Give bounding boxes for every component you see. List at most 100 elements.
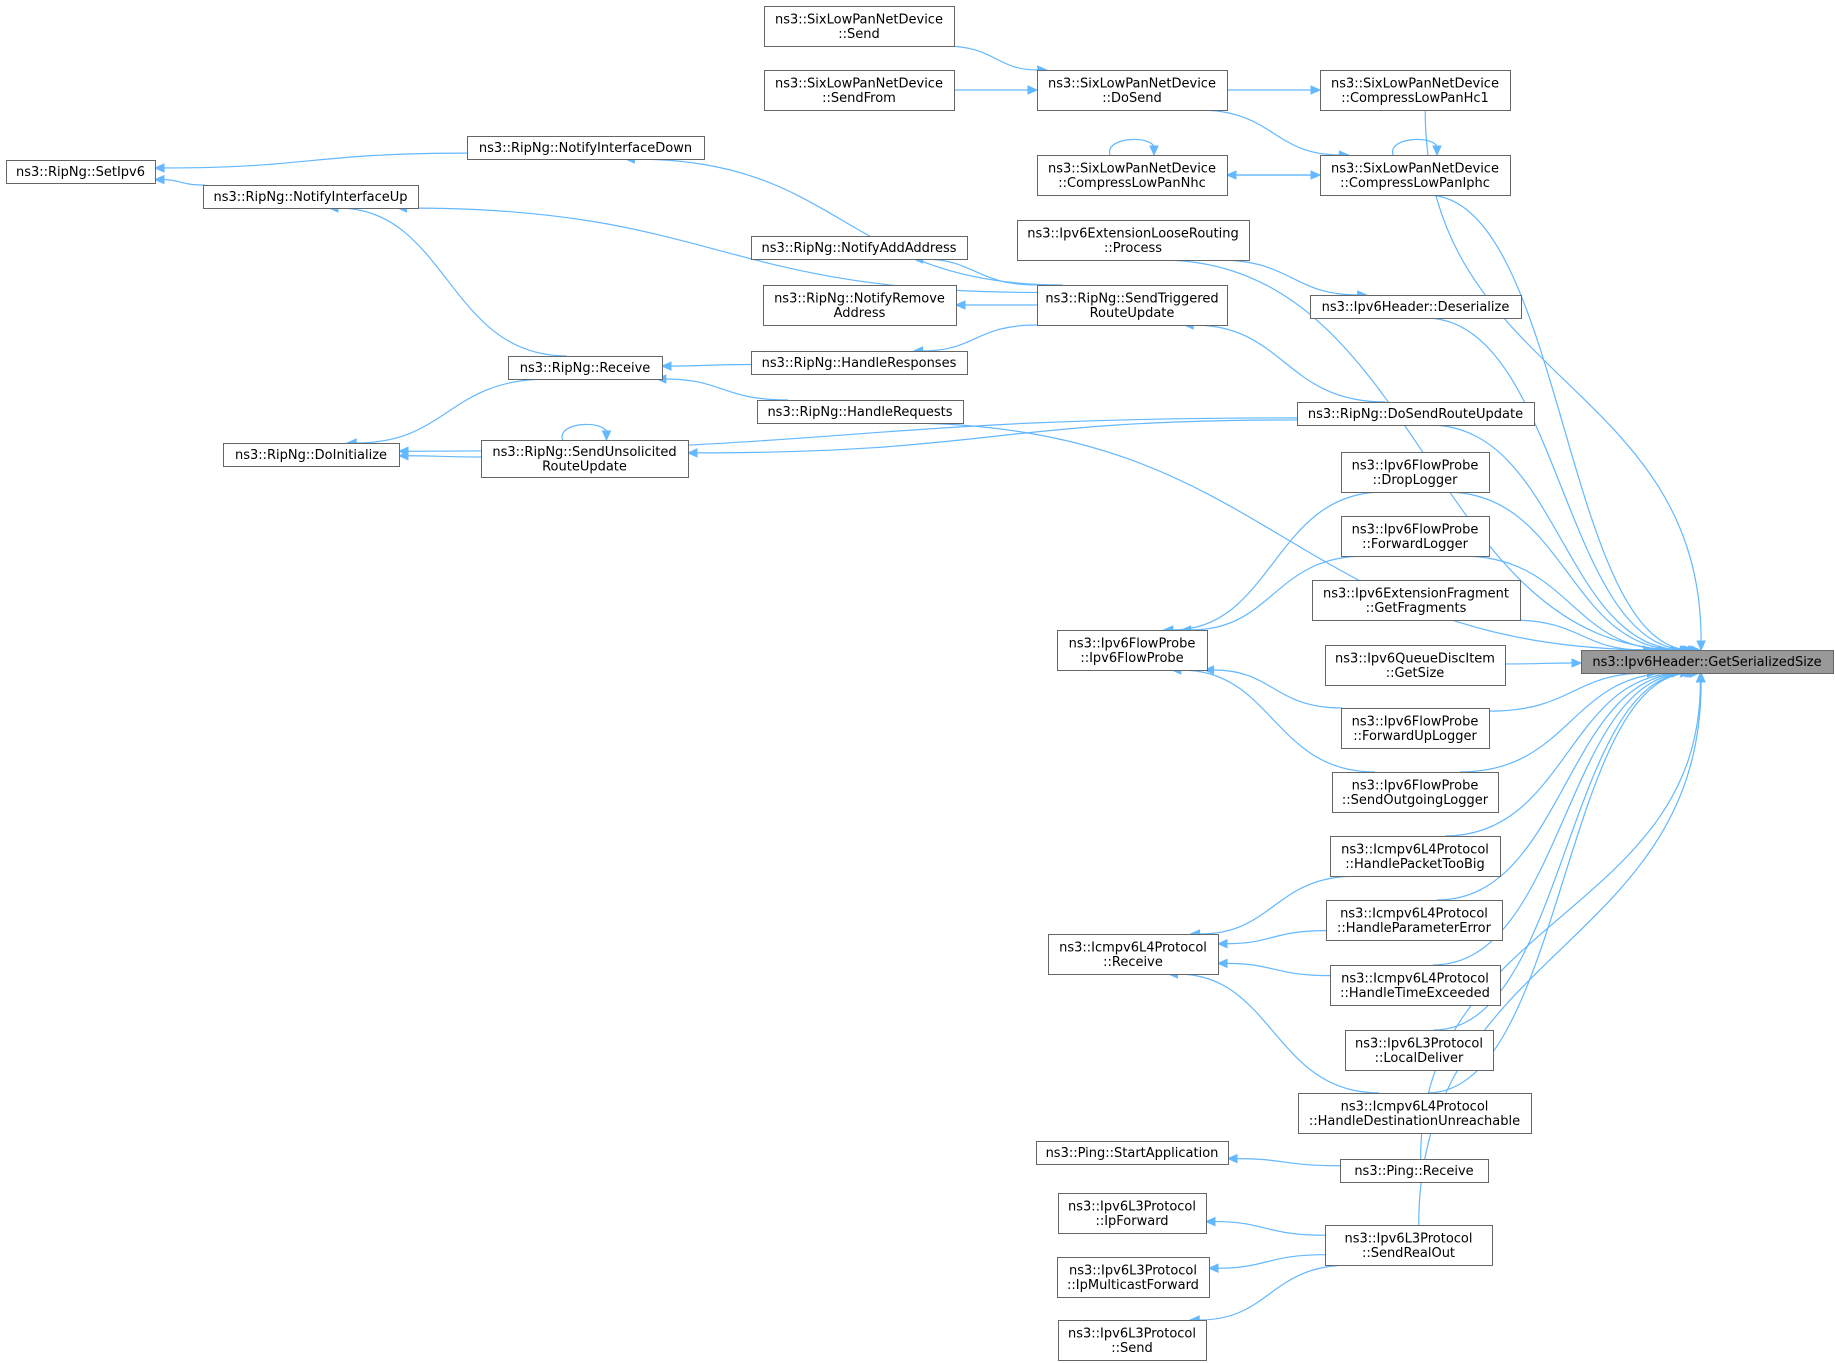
function-node-icUnreach[interactable]: ns3::Icmpv6L4Protocol::HandleDestination… (1298, 1093, 1532, 1134)
arrow-head-icon (1225, 170, 1237, 180)
call-edge (1504, 658, 1583, 668)
call-edge-line (163, 178, 205, 186)
node-box[interactable] (1037, 155, 1228, 196)
function-node-hdrDeser[interactable]: ns3::Ipv6Header::Deserialize (1310, 295, 1522, 319)
arrow-head-icon (1226, 1153, 1238, 1164)
function-node-ripAddAddr[interactable]: ns3::RipNg::NotifyAddAddress (751, 236, 968, 260)
function-node-icRecv[interactable]: ns3::Icmpv6L4Protocol::Receive (1048, 934, 1219, 975)
node-label: ns3::RipNg::NotifyInterfaceUp (213, 190, 407, 205)
node-box[interactable] (1312, 580, 1521, 621)
function-node-pingStart[interactable]: ns3::Ping::StartApplication (1036, 1141, 1229, 1165)
function-node-fpFwdUp[interactable]: ns3::Ipv6FlowProbe::ForwardUpLogger (1341, 708, 1490, 749)
node-box[interactable] (6, 160, 156, 184)
function-node-fpFwd[interactable]: ns3::Ipv6FlowProbe::ForwardLogger (1341, 516, 1490, 557)
node-box[interactable] (481, 440, 689, 478)
node-box[interactable] (203, 185, 419, 209)
node-box[interactable] (1037, 70, 1228, 111)
function-node-l3Local[interactable]: ns3::Ipv6L3Protocol::LocalDeliver (1345, 1030, 1494, 1071)
node-box[interactable] (1325, 1225, 1493, 1266)
node-box[interactable] (1058, 1193, 1207, 1234)
node-box[interactable] (1017, 220, 1250, 261)
arrow-head-icon (1216, 958, 1228, 969)
call-edge-line (1424, 317, 1689, 651)
node-box[interactable] (763, 285, 957, 326)
node-box[interactable] (1057, 1257, 1210, 1298)
function-node-target[interactable]: ns3::Ipv6Header::GetSerializedSize (1581, 650, 1834, 674)
function-node-qdGetSize[interactable]: ns3::Ipv6QueueDiscItem::GetSize (1325, 645, 1506, 686)
node-box[interactable] (1330, 836, 1501, 877)
node-box[interactable] (751, 236, 968, 260)
node-box[interactable] (1057, 630, 1208, 671)
function-node-ripHReq[interactable]: ns3::RipNg::HandleRequests (757, 400, 964, 424)
node-box[interactable] (1320, 155, 1511, 196)
function-node-fpDrop[interactable]: ns3::Ipv6FlowProbe::DropLogger (1341, 452, 1490, 493)
call-edge (1227, 85, 1322, 95)
function-node-looseProc[interactable]: ns3::Ipv6ExtensionLooseRouting::Process (1017, 220, 1250, 261)
call-edge-line (1177, 973, 1380, 1094)
function-node-fragGet[interactable]: ns3::Ipv6ExtensionFragment::GetFragments (1312, 580, 1521, 621)
node-label: ns3::Ipv6FlowProbe (1069, 636, 1196, 651)
node-box[interactable] (1581, 650, 1834, 674)
node-box[interactable] (1058, 1320, 1207, 1361)
node-box[interactable] (764, 6, 955, 47)
node-box[interactable] (223, 443, 400, 467)
node-box[interactable] (1036, 1141, 1229, 1165)
node-box[interactable] (1320, 70, 1511, 111)
call-edge-line (1392, 138, 1438, 156)
node-box[interactable] (1298, 1093, 1532, 1134)
node-box[interactable] (1325, 645, 1506, 686)
function-node-ripIfDown[interactable]: ns3::RipNg::NotifyInterfaceDown (467, 136, 705, 160)
node-label: ns3::RipNg::HandleRequests (767, 405, 952, 420)
node-box[interactable] (1310, 295, 1522, 319)
function-node-sixNhc[interactable]: ns3::SixLowPanNetDevice::CompressLowPanN… (1037, 155, 1228, 196)
node-box[interactable] (1345, 1030, 1494, 1071)
function-node-l3IpMcast[interactable]: ns3::Ipv6L3Protocol::IpMulticastForward (1057, 1257, 1210, 1298)
function-node-l3IpFwd[interactable]: ns3::Ipv6L3Protocol::IpForward (1058, 1193, 1207, 1234)
node-box[interactable] (467, 136, 705, 160)
node-box[interactable] (1341, 708, 1490, 749)
function-node-ripSetIpv6[interactable]: ns3::RipNg::SetIpv6 (6, 160, 156, 184)
function-node-ripDoSend[interactable]: ns3::RipNg::DoSendRouteUpdate (1297, 402, 1535, 426)
node-label: ::Ipv6FlowProbe (1080, 651, 1183, 666)
function-node-sixSendFrom[interactable]: ns3::SixLowPanNetDevice::SendFrom (764, 70, 955, 111)
function-node-sixSend[interactable]: ns3::SixLowPanNetDevice::Send (764, 6, 955, 47)
function-node-icTime[interactable]: ns3::Icmpv6L4Protocol::HandleTimeExceede… (1330, 965, 1501, 1006)
node-box[interactable] (757, 400, 964, 424)
function-node-l3Send[interactable]: ns3::Ipv6L3Protocol::Send (1058, 1320, 1207, 1361)
node-box[interactable] (1340, 1159, 1489, 1183)
function-node-icTooBig[interactable]: ns3::Icmpv6L4Protocol::HandlePacketTooBi… (1330, 836, 1501, 877)
arrow-head-icon (397, 446, 409, 457)
function-node-ripDoInit[interactable]: ns3::RipNg::DoInitialize (223, 443, 400, 467)
function-node-ripIfUp[interactable]: ns3::RipNg::NotifyInterfaceUp (203, 185, 419, 209)
node-box[interactable] (1326, 900, 1503, 941)
function-node-sixDoSend[interactable]: ns3::SixLowPanNetDevice::DoSend (1037, 70, 1228, 111)
function-node-sixHc1[interactable]: ns3::SixLowPanNetDevice::CompressLowPanH… (1320, 70, 1511, 111)
call-edge (944, 45, 1048, 75)
node-box[interactable] (1332, 772, 1499, 813)
node-box[interactable] (751, 351, 968, 375)
function-node-ripHResp[interactable]: ns3::RipNg::HandleResponses (751, 351, 968, 375)
node-box[interactable] (1341, 516, 1490, 557)
arrow-head-icon (1149, 145, 1159, 157)
function-node-icParam[interactable]: ns3::Icmpv6L4Protocol::HandleParameterEr… (1326, 900, 1503, 941)
node-label: ns3::Ipv6QueueDiscItem (1335, 651, 1495, 666)
node-box[interactable] (1297, 402, 1535, 426)
node-box[interactable] (1037, 285, 1228, 326)
function-node-fpCtor[interactable]: ns3::Ipv6FlowProbe::Ipv6FlowProbe (1057, 630, 1208, 671)
node-box[interactable] (508, 356, 663, 380)
function-node-sixIphc[interactable]: ns3::SixLowPanNetDevice::CompressLowPanI… (1320, 155, 1511, 196)
function-node-l3SendReal[interactable]: ns3::Ipv6L3Protocol::SendRealOut (1325, 1225, 1493, 1266)
function-node-ripRecv[interactable]: ns3::RipNg::Receive (508, 356, 663, 380)
node-label: ns3::Ipv6ExtensionFragment (1323, 586, 1509, 601)
node-box[interactable] (1341, 452, 1490, 493)
call-edge-line (337, 207, 567, 357)
function-node-pingRecv[interactable]: ns3::Ping::Receive (1340, 1159, 1489, 1183)
node-box[interactable] (1048, 934, 1219, 975)
node-box[interactable] (1330, 965, 1501, 1006)
call-edge-line (1198, 109, 1340, 156)
function-node-fpSendOut[interactable]: ns3::Ipv6FlowProbe::SendOutgoingLogger (1332, 772, 1499, 813)
node-box[interactable] (764, 70, 955, 111)
